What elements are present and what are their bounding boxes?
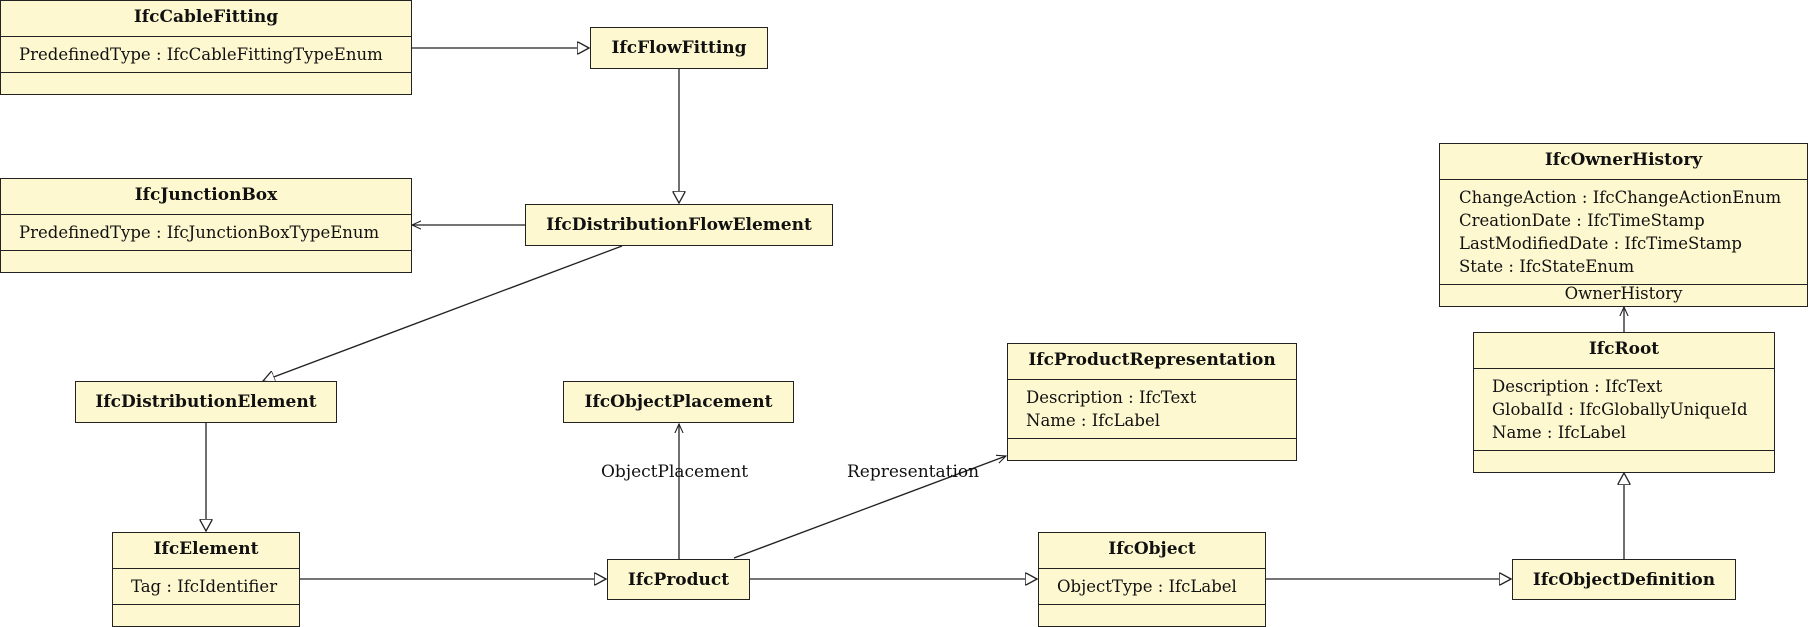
class-attributes: ChangeAction : IfcChangeActionEnum Creat… xyxy=(1440,180,1807,285)
attribute: CreationDate : IfcTimeStamp xyxy=(1459,211,1705,230)
attribute: ChangeAction : IfcChangeActionEnum xyxy=(1459,188,1782,207)
class-ifc-object: IfcObject ObjectType : IfcLabel xyxy=(1038,532,1266,627)
class-name: IfcDistributionElement xyxy=(95,392,317,412)
class-attributes: Description : IfcText Name : IfcLabel xyxy=(1008,380,1296,439)
class-ifc-object-placement: IfcObjectPlacement xyxy=(563,381,794,423)
edge-product-productrepresentation xyxy=(733,456,1006,559)
class-operations xyxy=(1474,451,1774,467)
class-ifc-junction-box: IfcJunctionBox PredefinedType : IfcJunct… xyxy=(0,178,412,273)
class-name: IfcCableFitting xyxy=(1,1,411,37)
class-name: IfcObjectDefinition xyxy=(1532,569,1716,590)
class-ifc-owner-history: IfcOwnerHistory ChangeAction : IfcChange… xyxy=(1439,143,1808,307)
attribute: PredefinedType : IfcCableFittingTypeEnum xyxy=(19,45,383,64)
class-attributes: ObjectType : IfcLabel xyxy=(1039,569,1265,605)
attribute: Description : IfcText xyxy=(1492,377,1663,396)
attribute: PredefinedType : IfcJunctionBoxTypeEnum xyxy=(19,223,380,242)
edge-label-object-placement: ObjectPlacement xyxy=(601,462,749,482)
class-attributes: PredefinedType : IfcCableFittingTypeEnum xyxy=(1,37,411,73)
class-name: IfcJunctionBox xyxy=(1,179,411,215)
edge-label-owner-history: OwnerHistory xyxy=(1564,284,1683,303)
class-name: IfcObject xyxy=(1039,533,1265,569)
class-operations xyxy=(1,73,411,89)
class-name: IfcRoot xyxy=(1474,333,1774,369)
class-ifc-product: IfcProduct xyxy=(607,559,750,600)
class-attributes: PredefinedType : IfcJunctionBoxTypeEnum xyxy=(1,215,411,251)
class-ifc-flow-fitting: IfcFlowFitting xyxy=(590,27,768,69)
class-attributes: Tag : IfcIdentifier xyxy=(113,569,299,605)
attribute: Description : IfcText xyxy=(1026,388,1197,407)
attribute: State : IfcStateEnum xyxy=(1459,257,1635,276)
class-ifc-distribution-element: IfcDistributionElement xyxy=(75,381,337,423)
edge-distflowelement-distelement xyxy=(263,245,623,381)
class-ifc-element: IfcElement Tag : IfcIdentifier xyxy=(112,532,300,627)
class-name: IfcFlowFitting xyxy=(611,38,747,58)
class-operations xyxy=(113,605,299,621)
class-ifc-product-representation: IfcProductRepresentation Description : I… xyxy=(1007,343,1297,461)
class-ifc-root: IfcRoot Description : IfcText GlobalId :… xyxy=(1473,332,1775,473)
class-operations xyxy=(1008,439,1296,455)
edge-label-representation: Representation xyxy=(847,462,980,482)
class-operations xyxy=(1,251,411,267)
class-ifc-cable-fitting: IfcCableFitting PredefinedType : IfcCabl… xyxy=(0,0,412,95)
attribute: Name : IfcLabel xyxy=(1026,411,1160,430)
attribute: GlobalId : IfcGloballyUniqueId xyxy=(1492,400,1748,419)
attribute: ObjectType : IfcLabel xyxy=(1057,577,1237,596)
class-ifc-object-definition: IfcObjectDefinition xyxy=(1512,559,1736,600)
class-ifc-distribution-flow-element: IfcDistributionFlowElement xyxy=(525,204,833,246)
attribute: LastModifiedDate : IfcTimeStamp xyxy=(1459,234,1742,253)
class-name: IfcProductRepresentation xyxy=(1008,344,1296,380)
attribute: Name : IfcLabel xyxy=(1492,423,1626,442)
class-name: IfcDistributionFlowElement xyxy=(546,215,812,235)
class-name: IfcProduct xyxy=(627,569,730,590)
class-name: IfcElement xyxy=(113,533,299,569)
attribute: Tag : IfcIdentifier xyxy=(131,577,278,596)
class-name: IfcObjectPlacement xyxy=(584,392,773,412)
class-name: IfcOwnerHistory xyxy=(1440,144,1807,180)
class-attributes: Description : IfcText GlobalId : IfcGlob… xyxy=(1474,369,1774,451)
class-operations xyxy=(1039,605,1265,621)
